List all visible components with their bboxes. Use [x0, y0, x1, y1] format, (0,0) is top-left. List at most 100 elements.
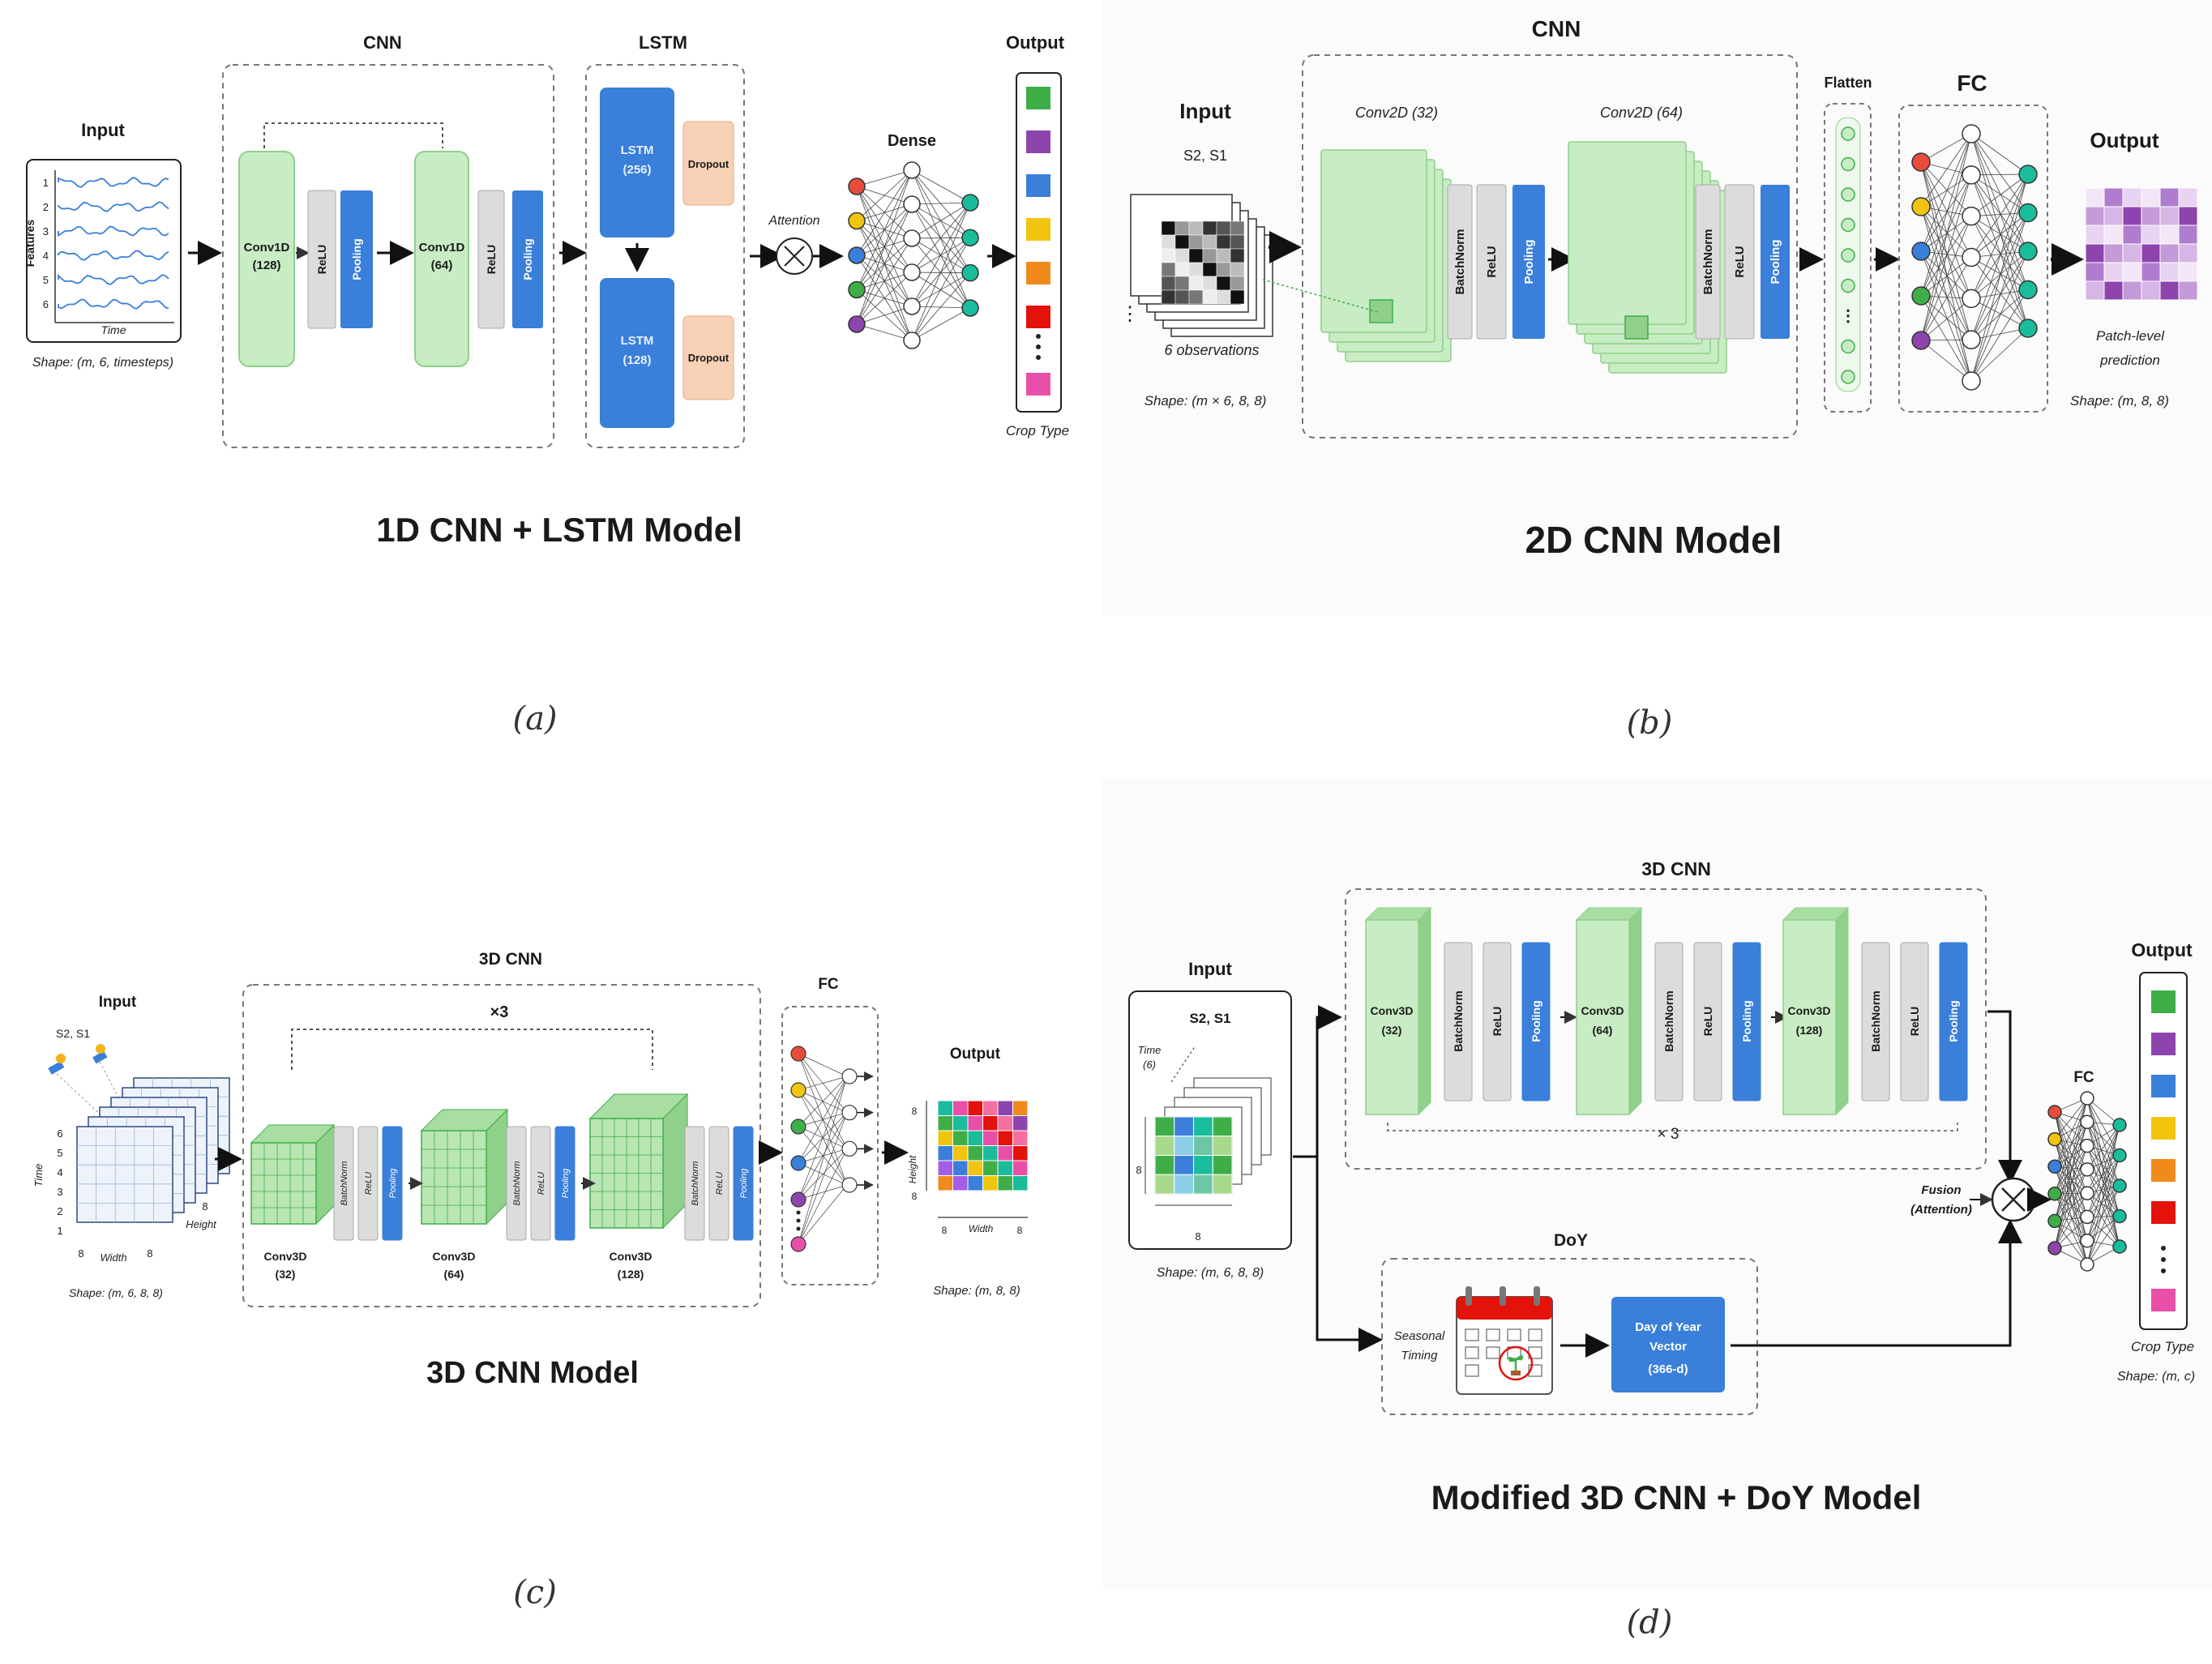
b-fc-node: [1962, 330, 1981, 349]
c-fc-edge: [798, 1112, 848, 1200]
d-block-batchnorm-label: BatchNorm: [1662, 990, 1675, 1051]
panel-b: CNN Input S2, S1 ⋮ 6 observations Shape:…: [1102, 0, 2212, 742]
c-output-cell: [952, 1160, 969, 1176]
b-input-pixel: [1188, 220, 1204, 236]
a-time-label: Time: [101, 323, 126, 336]
d-fc-edge: [2086, 1185, 2120, 1265]
b-flatten-unit: [1841, 370, 1855, 384]
b-input-pixel: [1174, 234, 1190, 250]
c-output-cell: [967, 1100, 983, 1116]
b-fc-edge: [1920, 206, 1972, 299]
d-conv-front: [1365, 919, 1419, 1115]
d-conv-n: (32): [1382, 1024, 1402, 1037]
c-input-cube: [76, 1077, 230, 1223]
c-output-cell: [982, 1100, 999, 1116]
b-fc-edge: [1970, 133, 2029, 252]
b-fc-edge: [1920, 295, 1972, 340]
d-conv-label: Conv3D: [1371, 1004, 1414, 1017]
d-block-pool: [1732, 942, 1761, 1101]
b-input-pixel: [1188, 248, 1204, 263]
b-output-cell: [2085, 206, 2105, 226]
b-fc-edge: [1920, 174, 1972, 341]
a-dense-edge: [911, 202, 971, 239]
b-input-pixel: [1174, 220, 1190, 236]
c-beam-2: [99, 1061, 130, 1119]
d-output-shape: Shape: (m, c): [2117, 1370, 2195, 1384]
c-fc-hidden-node: [841, 1140, 858, 1157]
d-vec1: Day of Year: [1635, 1320, 1701, 1334]
b-fc-edge: [1920, 250, 1972, 299]
b-pool-2: [1761, 185, 1790, 339]
c-fc-network: [790, 1046, 874, 1252]
a-feature-wave: [58, 298, 169, 310]
b-fc-edge: [1920, 206, 1972, 382]
c-block-relu-label: ReLU: [537, 1172, 546, 1195]
a-dropout-2-label: Dropout: [688, 352, 729, 364]
a-relu-2-label: ReLU: [485, 245, 498, 275]
d-fc-edge: [2054, 1111, 2088, 1146]
d-cnn-title: 3D CNN: [1641, 858, 1711, 879]
b-flatten-unit: [1841, 248, 1855, 263]
b-output-cell: [2141, 280, 2161, 301]
d-fc-node: [2080, 1091, 2094, 1106]
d-input-shape: Shape: (m, 6, 8, 8): [1157, 1266, 1264, 1280]
a-output-dots: [1036, 355, 1041, 360]
a-dense-edge: [856, 169, 913, 256]
b-input-pixel: [1216, 234, 1231, 250]
c-time-tick: 2: [57, 1205, 62, 1217]
d-conv-side: [1835, 906, 1849, 1116]
b-input-pixel: [1161, 234, 1176, 250]
b-input-pixel: [1161, 220, 1176, 236]
b-cnn-title: CNN: [1532, 16, 1581, 41]
c-out-8d: 8: [1017, 1225, 1023, 1236]
d-caption: (d): [1627, 1604, 1673, 1641]
d-block-relu-label: ReLU: [1701, 1007, 1714, 1037]
c-fc-edge: [798, 1112, 848, 1245]
b-fc-node: [1911, 286, 1931, 306]
c-output-cell: [982, 1130, 999, 1146]
a-dense-edge: [911, 272, 971, 341]
b-input-pixel: [1230, 262, 1245, 277]
d-fc-edge: [2054, 1217, 2088, 1249]
c-fc-dots: [796, 1210, 801, 1215]
c-output-cell: [937, 1100, 953, 1116]
d-block-batchnorm: [1444, 942, 1473, 1101]
b-output-cell: [2178, 243, 2198, 263]
c-fc-edge: [798, 1076, 848, 1200]
b-fc-edge: [1970, 173, 2029, 216]
d-fc-edge: [2086, 1155, 2120, 1217]
c-output-shape: Shape: (m, 8, 8): [933, 1284, 1020, 1298]
a-dense-node: [961, 194, 979, 212]
a-dense-edge: [911, 272, 971, 274]
a-feature-wave: [58, 225, 169, 237]
c-fc-input-node: [790, 1236, 807, 1252]
c-block-relu: [708, 1126, 729, 1241]
b-flatten-unit: [1841, 278, 1855, 293]
a-dense-node: [848, 178, 866, 195]
b-fc-edge: [1970, 216, 2029, 329]
d-fc-edge: [2054, 1139, 2088, 1170]
d-fc-edge: [2054, 1122, 2088, 1221]
b-fc-edge: [1920, 161, 1972, 216]
b-pool1-label: Pooling: [1522, 240, 1536, 284]
c-fc-input-node: [790, 1082, 807, 1098]
b-conv2d-32: [1320, 149, 1452, 362]
c-fc-edge: [798, 1053, 848, 1077]
d-calendar-cell: [1486, 1346, 1500, 1359]
d-conv-label: Conv3D: [1581, 1004, 1624, 1017]
b-fc-node: [2018, 242, 2038, 261]
a-dense-node: [961, 229, 979, 247]
d-block-pool-label: Pooling: [1530, 1000, 1542, 1042]
b-input-pixel: [1202, 234, 1217, 250]
panel-d: Input S2, S1 Time (6) 8 8 Shape: (m, 6, …: [1102, 778, 2212, 1641]
c-output-cell: [982, 1175, 999, 1191]
d-input-pixel: [1212, 1174, 1233, 1195]
b-fc-edge: [1970, 174, 2029, 252]
c-output-cell: [967, 1145, 983, 1161]
c-block-relu: [530, 1126, 551, 1241]
c-repeat-bracket: [291, 1029, 653, 1070]
c-input-title: Input: [99, 994, 137, 1011]
b-fc-edge: [1920, 174, 1972, 207]
